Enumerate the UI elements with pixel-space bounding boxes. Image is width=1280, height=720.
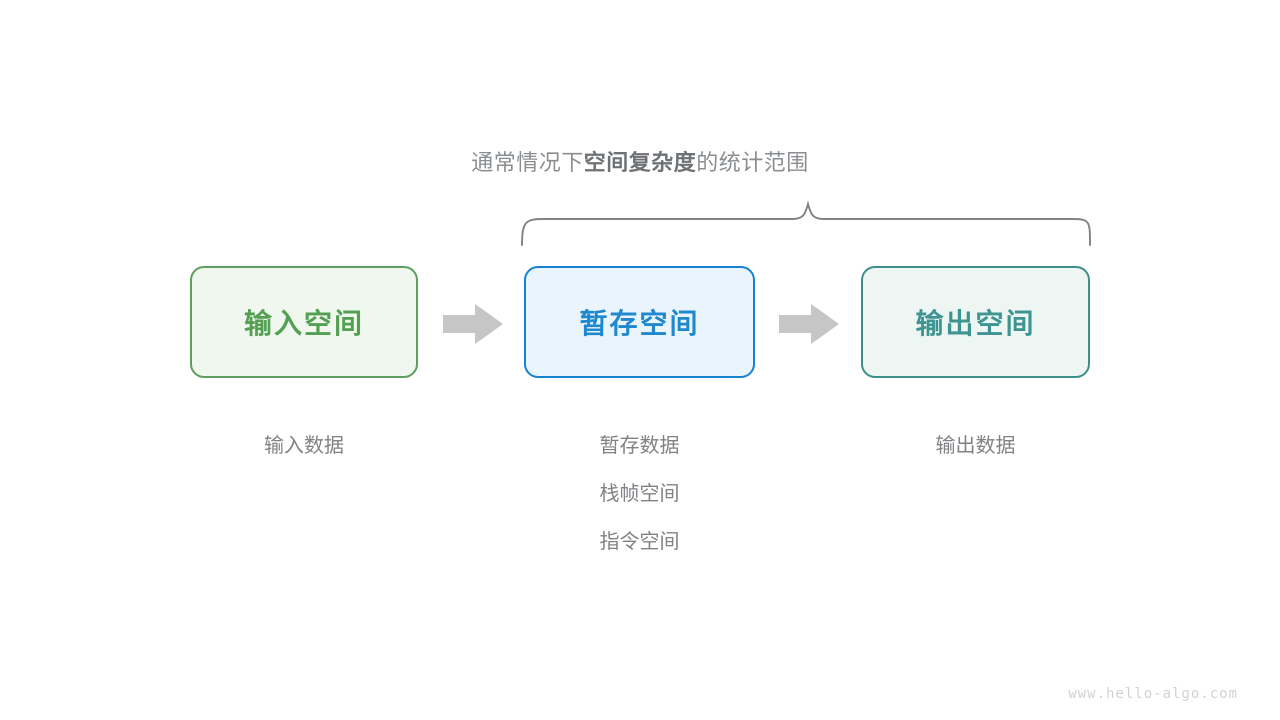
curly-brace-icon [521, 200, 1091, 246]
caption-line: 输入数据 [264, 435, 344, 457]
arrow-right-icon [779, 304, 839, 344]
box-input-space[interactable]: 输入空间 [190, 266, 418, 378]
caption-input-space: 输入数据 [190, 422, 418, 470]
box-input-space-label: 输入空间 [243, 308, 364, 339]
brace-caption: 通常情况下空间复杂度的统计范围 [0, 145, 1280, 177]
caption-line: 输出数据 [935, 435, 1016, 457]
watermark: www.hello-algo.com [1068, 686, 1238, 702]
box-output-space-label: 输出空间 [915, 308, 1036, 339]
arrow-right-icon [443, 304, 503, 344]
box-output-space[interactable]: 输出空间 [861, 266, 1090, 378]
brace-caption-prefix: 通常情况下 [471, 150, 584, 175]
brace-caption-suffix: 的统计范围 [696, 150, 809, 175]
brace-caption-emphasis: 空间复杂度 [583, 150, 697, 175]
caption-line: 栈帧空间 [599, 483, 680, 505]
box-temp-space-label: 暂存空间 [579, 308, 700, 339]
caption-output-space: 输出数据 [861, 422, 1090, 470]
caption-line: 暂存数据 [599, 435, 680, 457]
caption-line: 指令空间 [599, 531, 680, 553]
caption-temp-space: 暂存数据 栈帧空间 指令空间 [524, 422, 755, 566]
box-temp-space[interactable]: 暂存空间 [524, 266, 755, 378]
